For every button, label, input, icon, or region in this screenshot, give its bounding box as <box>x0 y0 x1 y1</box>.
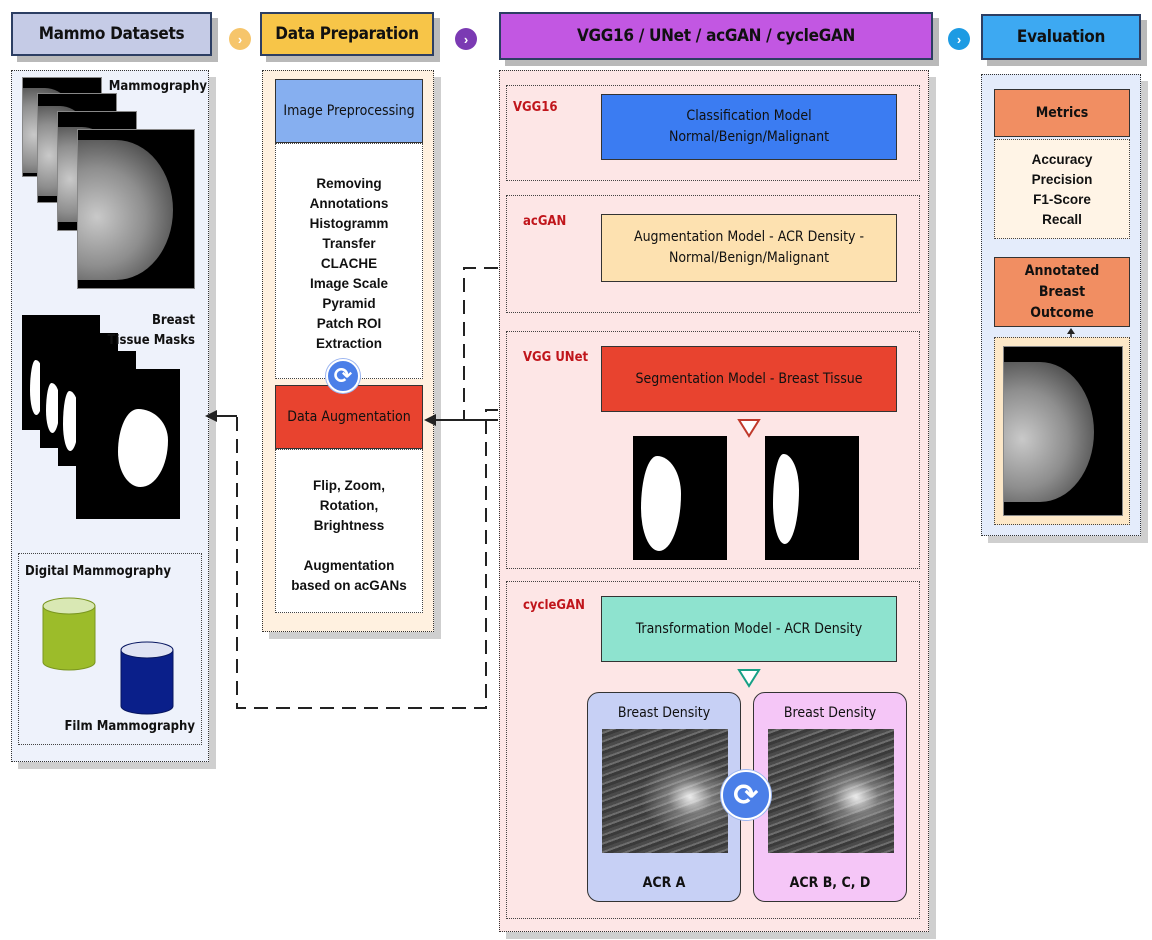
data-augmentation-title: Data Augmentation <box>287 408 411 425</box>
header-evaluation: Evaluation <box>981 14 1141 60</box>
preprocessing-step: Transfer <box>322 236 376 251</box>
augmentation-model-title: Augmentation Model - ACR Density - Norma… <box>633 229 865 266</box>
header-models-label: VGG16 / UNet / acGAN / cycleGAN <box>577 26 855 46</box>
metrics-list: Accuracy Precision F1-Score Recall <box>995 150 1129 230</box>
augmentation-model-box: Augmentation Model - ACR Density - Norma… <box>601 214 897 282</box>
database-cylinder-icon <box>42 597 96 671</box>
augmentation-steps-box: Flip, Zoom, Rotation, Brightness Augment… <box>275 449 423 613</box>
header-data-preparation-label: Data Preparation <box>275 24 419 44</box>
triangle-down-icon <box>737 669 761 688</box>
augmentation-steps-list: Flip, Zoom, Rotation, Brightness Augment… <box>276 476 422 596</box>
transformation-model-box: Transformation Model - ACR Density <box>601 596 897 662</box>
datasets-panel: Mammography Breast Tissue Masks Digital … <box>11 70 209 762</box>
vgg16-tag: VGG16 <box>513 100 558 115</box>
header-evaluation-label: Evaluation <box>1016 27 1106 47</box>
mammography-types-panel: Digital Mammography Film Mammography <box>18 553 202 745</box>
preprocessing-step: Annotations <box>309 196 389 211</box>
preprocessing-step: Patch ROI <box>316 316 382 331</box>
metric-item: F1-Score <box>1033 192 1091 207</box>
classification-model-box: Classification Model Normal/Benign/Malig… <box>601 94 897 160</box>
metrics-list-box: Accuracy Precision F1-Score Recall <box>994 139 1130 239</box>
preprocessing-steps-list: Removing Annotations Histogramm Transfer… <box>276 174 422 354</box>
augmentation-step: Augmentation <box>303 558 395 573</box>
annotated-mammogram-image <box>1003 346 1123 516</box>
acgan-tag: acGAN <box>523 214 567 229</box>
evaluation-panel: Metrics Accuracy Precision F1-Score Reca… <box>981 74 1141 536</box>
header-mammo-datasets-label: Mammo Datasets <box>38 24 185 44</box>
density-class-label: ACR B, C, D <box>789 875 871 891</box>
cyclegan-tag: cycleGAN <box>523 598 585 613</box>
density-card-title: Breast Density <box>783 705 877 721</box>
preprocessing-step: Removing <box>316 176 382 191</box>
metric-item: Accuracy <box>1031 152 1093 167</box>
data-preparation-panel: Image Preprocessing Removing Annotations… <box>262 70 434 632</box>
metrics-title: Metrics <box>1035 104 1089 121</box>
triangle-down-icon <box>737 419 761 438</box>
masks-label-text: Breast Tissue Masks <box>107 313 195 348</box>
augmentation-step: based on acGANs <box>291 578 407 593</box>
database-cylinder-icon <box>120 641 174 715</box>
breast-tissue-masks-label: Breast Tissue Masks <box>107 311 195 351</box>
image-preprocessing-title: Image Preprocessing <box>283 102 415 119</box>
arrow-left-icon <box>205 410 217 422</box>
mammogram-image <box>77 129 195 289</box>
breast-density-image <box>602 729 728 853</box>
breast-density-image <box>768 729 894 853</box>
models-panel: VGG16 Classification Model Normal/Benign… <box>499 70 929 932</box>
transformation-model-title: Transformation Model - ACR Density <box>635 620 863 637</box>
density-card-title: Breast Density <box>617 705 711 721</box>
classification-model-title: Classification Model Normal/Benign/Malig… <box>668 108 830 145</box>
metrics-box: Metrics <box>994 89 1130 137</box>
outcome-image-frame <box>994 337 1130 525</box>
preprocessing-step: CLACHE <box>320 256 378 271</box>
film-mammography-label: Film Mammography <box>64 719 195 734</box>
acgan-section: acGAN Augmentation Model - ACR Density -… <box>506 195 920 313</box>
preprocessing-step: Extraction <box>315 336 383 351</box>
augmentation-step: Rotation, <box>319 498 379 513</box>
mammography-label: Mammography <box>108 79 207 94</box>
density-card-acr-bcd: Breast Density ACR B, C, D <box>753 692 907 902</box>
chevron-right-icon: › <box>948 28 970 50</box>
digital-mammography-label: Digital Mammography <box>25 564 171 579</box>
image-preprocessing-box: Image Preprocessing <box>275 79 423 143</box>
arrow-left-icon <box>424 414 436 426</box>
density-class-label: ACR A <box>642 875 686 891</box>
vgg-unet-section: VGG UNet Segmentation Model - Breast Tis… <box>506 331 920 569</box>
segmentation-model-box: Segmentation Model - Breast Tissue <box>601 346 897 412</box>
annotated-outcome-title: Annotated Breast Outcome <box>1024 262 1100 321</box>
refresh-icon: ⟳ <box>326 359 360 393</box>
metric-item: Precision <box>1031 172 1093 187</box>
preprocessing-steps-box: Removing Annotations Histogramm Transfer… <box>275 143 423 379</box>
preprocessing-step: Pyramid <box>322 296 376 311</box>
data-augmentation-box: Data Augmentation <box>275 385 423 449</box>
chevron-right-icon: › <box>455 28 477 50</box>
density-card-acr-a: Breast Density ACR A <box>587 692 741 902</box>
preprocessing-step: Histogramm <box>309 216 389 231</box>
header-models: VGG16 / UNet / acGAN / cycleGAN <box>499 12 933 60</box>
chevron-right-icon: › <box>229 28 251 50</box>
header-data-preparation: Data Preparation <box>260 12 434 56</box>
vgg-unet-tag: VGG UNet <box>523 350 589 365</box>
header-mammo-datasets: Mammo Datasets <box>11 12 212 56</box>
annotated-outcome-box: Annotated Breast Outcome <box>994 257 1130 327</box>
refresh-icon: ⟳ <box>721 770 771 820</box>
augmentation-step: Brightness <box>313 518 385 533</box>
segmentation-mask-image <box>765 436 859 560</box>
cyclegan-section: cycleGAN Transformation Model - ACR Dens… <box>506 581 920 919</box>
metric-item: Recall <box>1042 212 1082 227</box>
segmentation-mask-image <box>633 436 727 560</box>
preprocessing-step: Image Scale <box>309 276 389 291</box>
vgg16-section: VGG16 Classification Model Normal/Benign… <box>506 85 920 181</box>
segmentation-model-title: Segmentation Model - Breast Tissue <box>635 370 863 387</box>
augmentation-step: Flip, Zoom, <box>313 478 385 493</box>
mask-image <box>76 369 180 519</box>
